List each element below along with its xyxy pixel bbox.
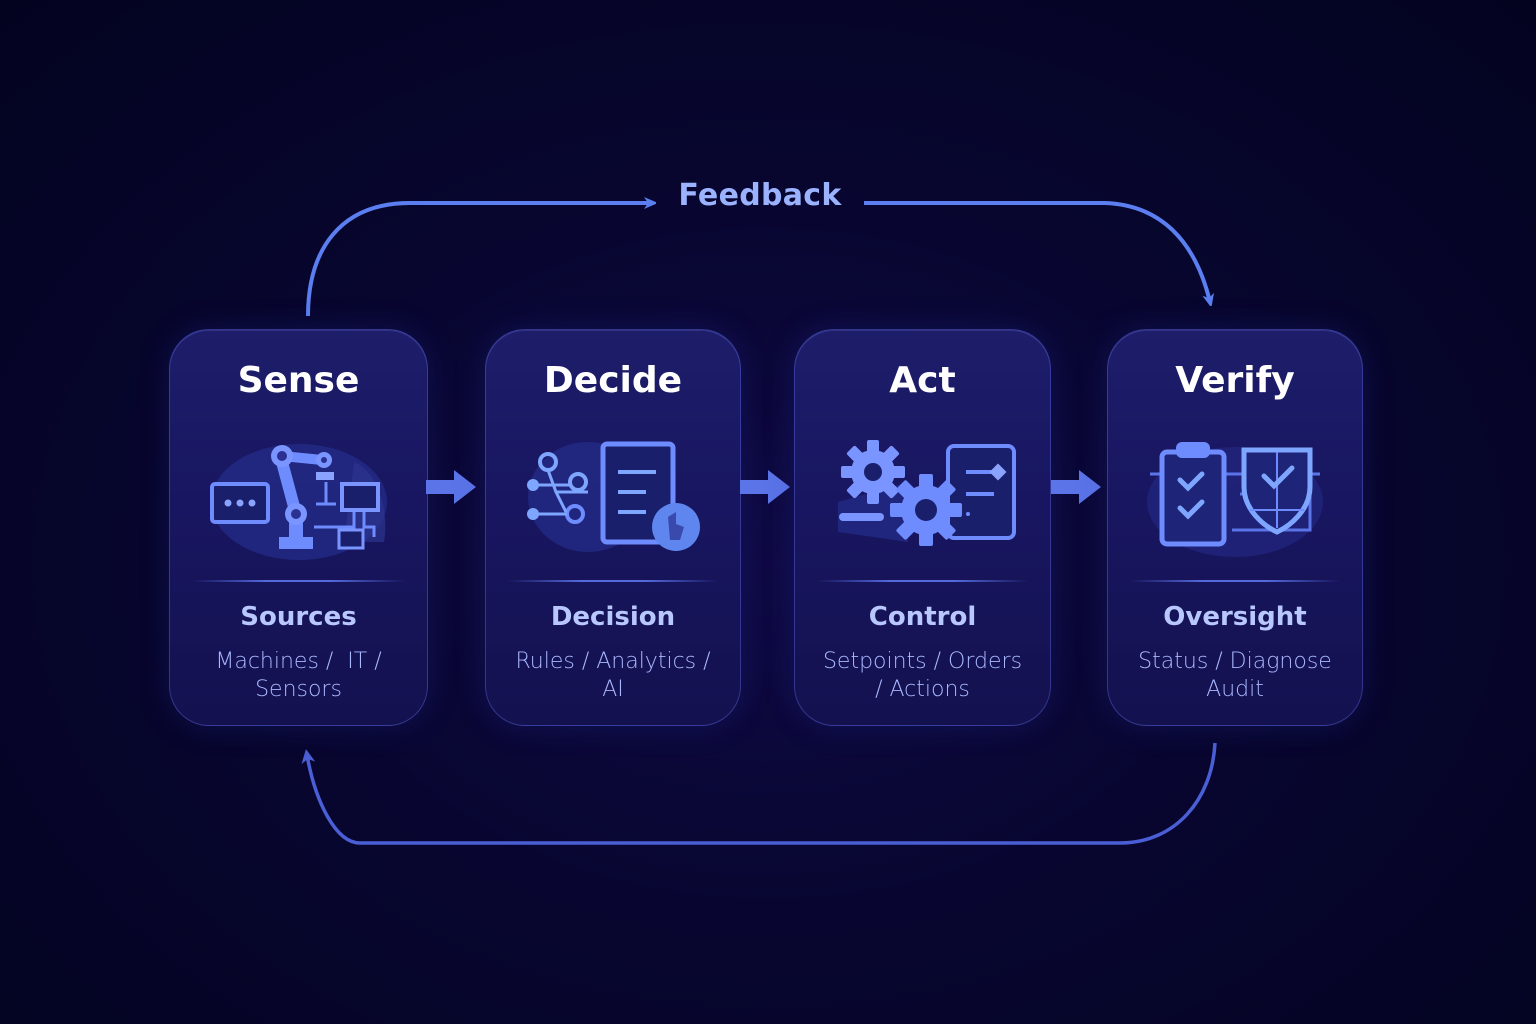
desc-line: Setpoints / Orders <box>822 649 1023 674</box>
desc-line: / Actions <box>875 677 970 702</box>
card-divider <box>192 580 405 582</box>
connector-arrow-decide-act <box>740 470 790 504</box>
stage-subtitle: Sources <box>240 602 357 632</box>
desc-line: AI <box>602 677 624 702</box>
decision-document-icon <box>527 441 700 552</box>
card-divider <box>1130 580 1340 582</box>
gears-control-icon <box>837 440 1016 546</box>
stage-subtitle: Decision <box>550 602 676 632</box>
stage-card-sense: Sense Sources Machines / IT / Sensors <box>169 329 428 726</box>
stage-card-decide: Decide Decision Rules / Analytics / AI <box>485 329 741 726</box>
connector-arrow-act-verify <box>1051 470 1101 504</box>
stage-card-act: Act <box>794 329 1051 726</box>
stage-title: Decide <box>543 360 683 401</box>
stage-title: Act <box>889 360 956 401</box>
feedback-arrow-left-segment <box>306 203 652 317</box>
stage-title: Verify <box>1175 360 1295 401</box>
desc-line: Audit <box>1206 677 1264 702</box>
desc-line: Rules / Analytics / <box>515 649 711 674</box>
stage-description: Status / Diagnose Audit <box>1122 648 1348 704</box>
stage-title: Sense <box>237 360 360 401</box>
stage-subtitle: Oversight <box>1163 602 1307 632</box>
stage-description: Setpoints / Orders / Actions <box>809 648 1036 704</box>
stage-card-verify: Verify Oversight Status / Diagnose Audit <box>1107 329 1363 726</box>
stage-description: Rules / Analytics / AI <box>500 648 726 704</box>
desc-line: Sensors <box>255 677 342 702</box>
feedback-label: Feedback <box>678 178 842 213</box>
feedback-arrow-right-segment <box>864 201 1210 302</box>
desc-line: Status / Diagnose <box>1138 649 1332 674</box>
clipboard-shield-icon <box>1147 442 1323 557</box>
stage-subtitle: Control <box>868 602 977 632</box>
connector-arrow-sense-decide <box>426 470 476 504</box>
return-loop-arrow <box>301 742 1217 845</box>
stage-description: Machines / IT / Sensors <box>184 648 413 704</box>
desc-line: Machines / IT / <box>215 649 382 674</box>
robot-arm-devices-icon <box>209 444 387 560</box>
card-divider <box>508 580 718 582</box>
card-divider <box>817 580 1028 582</box>
